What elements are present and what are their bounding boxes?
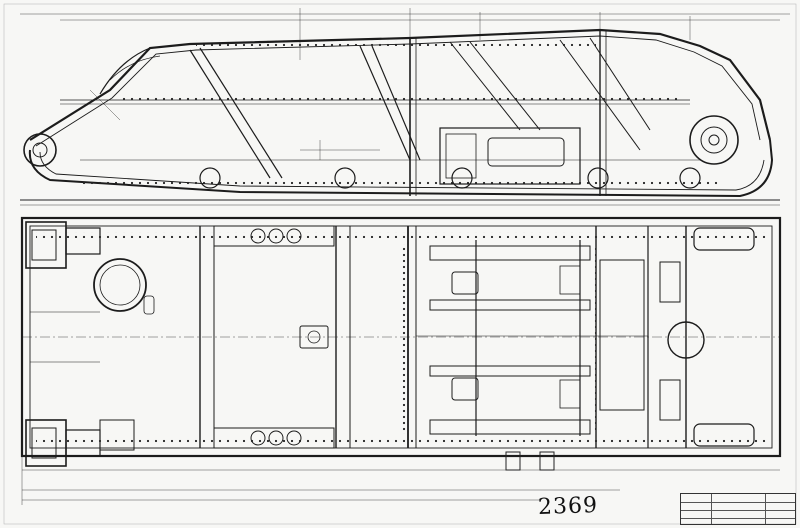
sheet-number: 2369	[537, 492, 599, 521]
sheet-frame	[3, 3, 797, 525]
title-block	[680, 493, 796, 525]
corner-stamp	[2, 2, 18, 36]
plan-view	[20, 216, 782, 505]
side-elevation-view	[20, 8, 790, 198]
lower-fittings	[505, 451, 555, 471]
